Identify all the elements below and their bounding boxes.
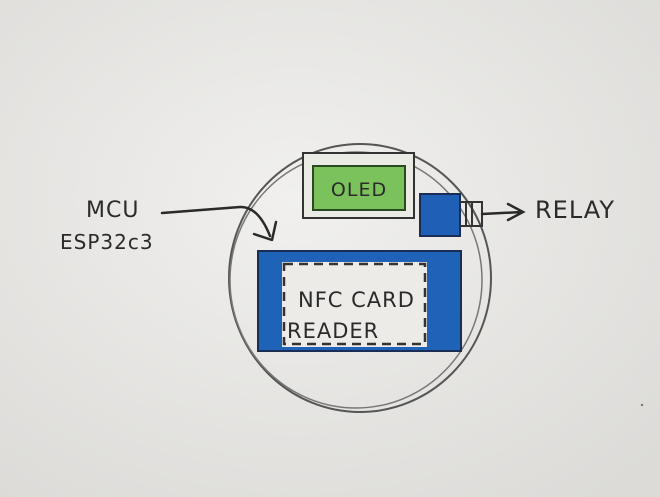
nfc-antenna-area (282, 262, 427, 347)
relay-arrow (480, 202, 526, 222)
relay-module (419, 193, 526, 237)
relay-block (419, 193, 461, 237)
nfc-label-line1: NFC CARD (298, 288, 415, 312)
nfc-reader-module: NFC CARD READER (257, 250, 462, 352)
oled-label: OLED (331, 179, 387, 201)
mcu-label: MCU (86, 198, 139, 223)
mcu-arrow (160, 205, 278, 242)
paper-speck (640, 403, 644, 407)
nfc-label-line2: READER (287, 319, 379, 343)
oled-screen (312, 165, 406, 211)
oled-module: OLED (302, 152, 415, 219)
nfc-antenna-dashed (282, 262, 427, 346)
relay-label: RELAY (535, 196, 615, 224)
mcu-model-label: ESP32c3 (60, 230, 154, 254)
